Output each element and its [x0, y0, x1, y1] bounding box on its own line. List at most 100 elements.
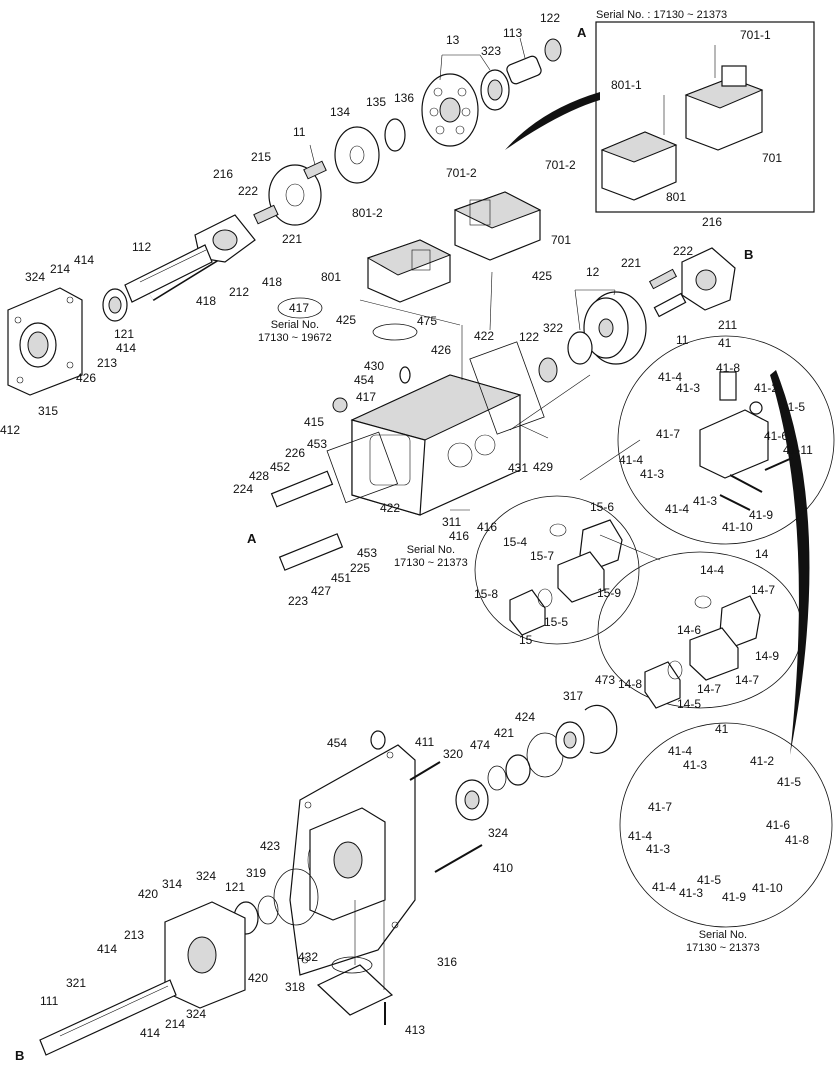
part-label: 14-4	[700, 563, 725, 577]
part-label: 414	[116, 341, 137, 355]
part-label: A	[577, 25, 587, 40]
part-label: 14-6	[677, 623, 702, 637]
part-label: 41-4	[668, 744, 693, 758]
pump-housing	[326, 323, 545, 516]
part-label: 13	[446, 33, 460, 47]
part-label: 417	[356, 390, 377, 404]
part-label: 15-4	[503, 535, 528, 549]
part-label: 416	[449, 529, 470, 543]
part-label: 213	[97, 356, 118, 370]
part-label: 430	[364, 359, 385, 373]
part-label: 122	[540, 11, 561, 25]
part-label: 41-4	[658, 370, 683, 384]
part-label: 41-4	[628, 829, 653, 843]
relief-valves	[270, 470, 344, 571]
part-label: 41	[718, 336, 732, 350]
part-label: 15-8	[474, 587, 499, 601]
part-label: 324	[25, 270, 46, 284]
part-label: 214	[50, 262, 71, 276]
part-label: 12	[586, 265, 600, 279]
serial-inset-box	[595, 21, 815, 213]
part-label: 316	[437, 955, 458, 969]
part-label: 324	[196, 869, 217, 883]
part-label: 224	[233, 482, 254, 496]
part-label: 41-10	[752, 881, 783, 895]
part-label: 215	[251, 150, 272, 164]
part-label: 414	[74, 253, 95, 267]
part-label: 14-7	[751, 583, 776, 597]
regulator-801	[366, 239, 452, 303]
part-label: 41-9	[722, 890, 747, 904]
part-label: 11	[676, 333, 689, 347]
note-serial-41b: Serial No. 17130 ~ 21373	[686, 929, 760, 955]
part-label: 112	[132, 240, 152, 254]
front-cover-315	[7, 287, 83, 396]
curve-arrow-right	[770, 370, 810, 755]
curve-arrow-top	[505, 92, 600, 150]
part-label: 226	[285, 446, 306, 460]
part-label: 454	[327, 736, 348, 750]
part-label: 701	[762, 151, 783, 165]
part-label: 320	[443, 747, 464, 761]
part-label: 41-3	[640, 467, 665, 481]
part-label: 451	[331, 571, 352, 585]
part-label: 214	[165, 1017, 186, 1031]
part-label: 41-5	[781, 400, 806, 414]
part-label: 41-11	[783, 443, 813, 457]
part-label: 426	[431, 343, 452, 357]
detail-circle-15	[474, 495, 640, 645]
part-label: 136	[394, 91, 415, 105]
part-label: 14-7	[735, 673, 760, 687]
part-label: 424	[515, 710, 536, 724]
part-label: 416	[477, 520, 498, 534]
part-label: 475	[417, 314, 438, 328]
part-label: 41-3	[683, 758, 708, 772]
part-label: 425	[532, 269, 553, 283]
part-label: 41-3	[676, 381, 701, 395]
part-label: 801-1	[611, 78, 642, 92]
part-label: 321	[66, 976, 87, 990]
note-serial-416: Serial No. 17130 ~ 21373	[394, 544, 468, 570]
part-label: 11	[293, 125, 306, 139]
eye-bolt-454	[370, 730, 386, 750]
leader-lines	[309, 37, 661, 561]
part-label: 801-2	[352, 206, 383, 220]
part-label: 111	[40, 994, 59, 1008]
part-label: 473	[595, 673, 616, 687]
part-label: 14-5	[677, 697, 702, 711]
part-label: 701-2	[545, 158, 576, 172]
detail-15-parts	[509, 519, 623, 636]
part-label: 412	[0, 423, 21, 437]
part-label: 41-5	[697, 873, 722, 887]
part-label: 701	[551, 233, 572, 247]
part-label: 41-3	[693, 494, 718, 508]
part-label: 324	[186, 1007, 207, 1021]
part-label: B	[744, 247, 754, 262]
part-label: 801	[321, 270, 342, 284]
part-label: 454	[354, 373, 375, 387]
detail-14-parts	[644, 595, 761, 709]
part-label: 14-7	[697, 682, 722, 696]
part-label: 431	[508, 461, 529, 475]
part-label: 121	[225, 880, 246, 894]
shaft-112	[102, 244, 213, 322]
part-label: 414	[140, 1026, 161, 1040]
part-label: 323	[481, 44, 502, 58]
part-label: 701-2	[446, 166, 477, 180]
part-label: 429	[533, 460, 554, 474]
part-label: 41-4	[619, 453, 644, 467]
part-label: 41-8	[785, 833, 810, 847]
detail-circle-14	[597, 551, 803, 709]
part-label: 428	[249, 469, 270, 483]
part-label: 421	[494, 726, 515, 740]
part-label: 432	[298, 950, 319, 964]
part-label: 474	[470, 738, 491, 752]
part-label: 41-8	[716, 361, 741, 375]
part-label: 41-6	[764, 429, 789, 443]
part-label: 113	[503, 26, 523, 40]
part-label: 41-5	[777, 775, 802, 789]
note-serial-417: Serial No. 17130 ~ 19672	[258, 319, 332, 345]
part-label: 41-9	[749, 508, 774, 522]
part-label: 134	[330, 105, 351, 119]
detail-41-parts	[699, 371, 793, 511]
